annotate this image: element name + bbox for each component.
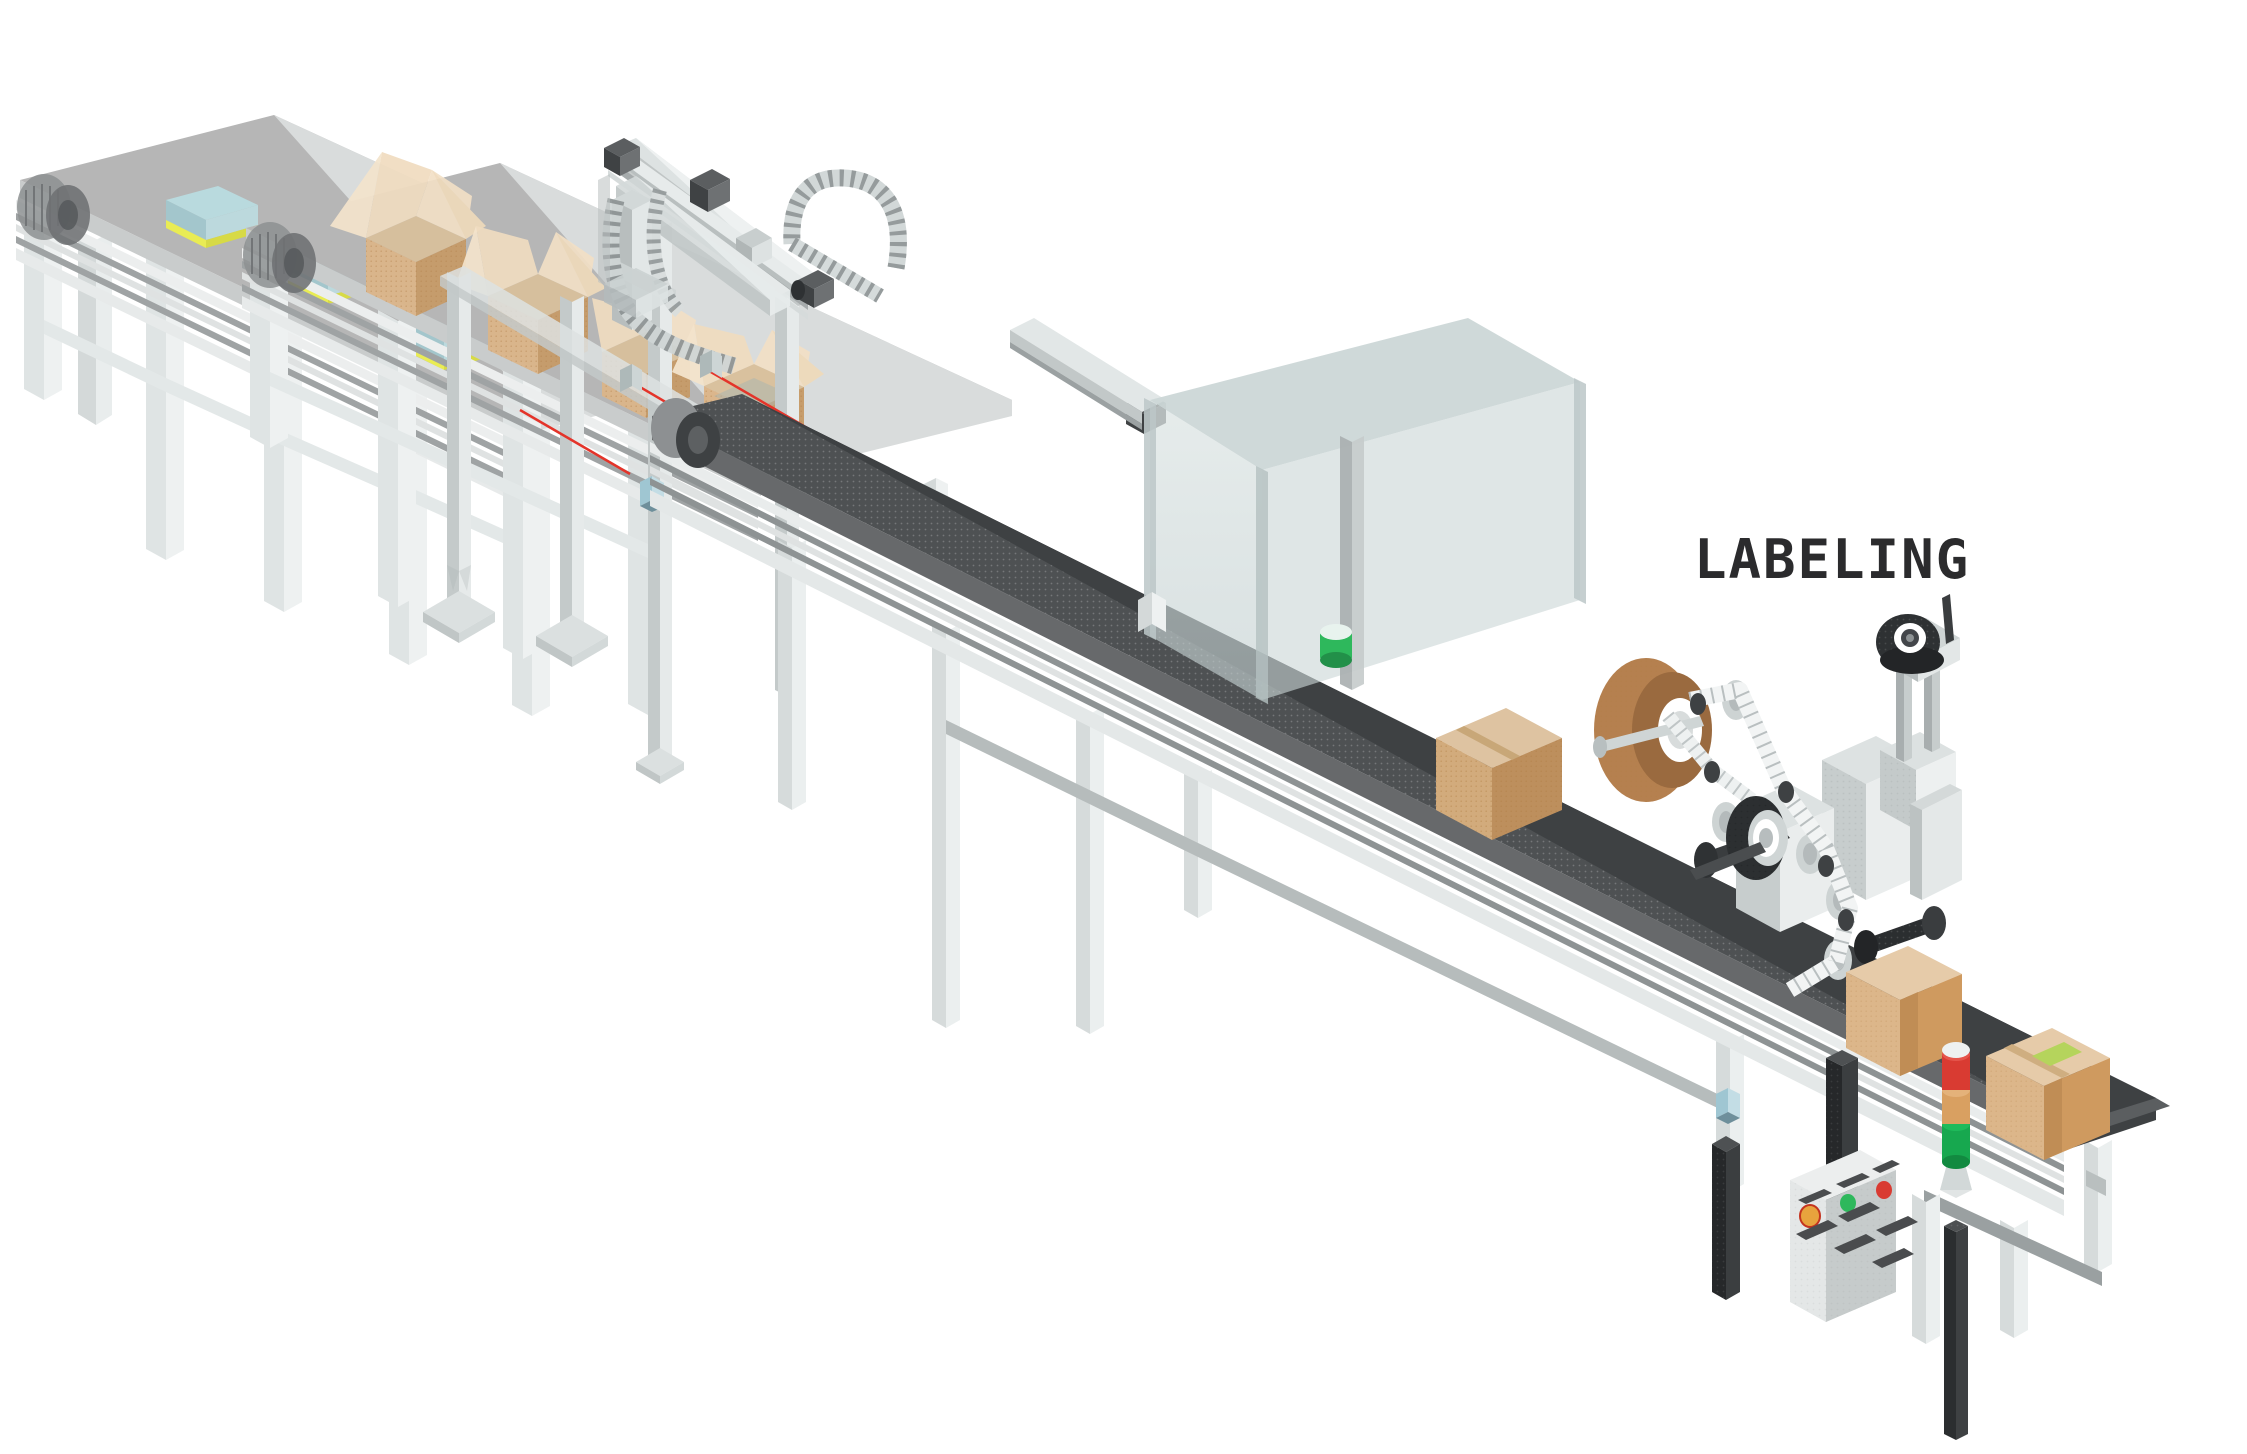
photo-eye-sensor [700,350,722,378]
panel-amber-lamp [1799,1204,1821,1228]
gantry-servo-motor [791,270,834,308]
panel-top [1790,1150,1896,1200]
conveyor-drive-motor [17,174,90,245]
panel-button-slot [1872,1160,1900,1173]
sealed-carton [1436,708,1562,840]
conveyor-legs [778,540,2112,1344]
conveyor-drive-motor [651,398,720,468]
mounting-post [1712,1136,1740,1300]
enclosure-front-glass [1150,400,1262,700]
conveyor-drive-motor [243,222,316,293]
discharge-belt-front-edge [652,416,2066,1150]
gantry-gripper-head [598,174,668,318]
gantry-servo-motor [690,169,730,212]
roller-pin [1690,693,1854,931]
applicator-roller [1854,906,1946,964]
product-tray [166,186,258,248]
enclosure-indicator-lamp [1320,624,1352,668]
panel-button-slot [1798,1189,1832,1204]
labeling-station-title: LABELING [1694,528,1971,591]
safety-enclosure [1138,318,1586,704]
labeled-carton [1986,1028,2110,1160]
panel-button-slot [1838,1202,1880,1222]
enclosure-roof [1150,318,1580,470]
product-label [2032,1042,2082,1066]
panel-button-slot [1876,1216,1918,1236]
panel-red-lamp [1876,1181,1892,1199]
label-applicator [1593,594,1962,997]
label-roll [1593,658,1712,802]
discharge-conveyor [650,394,2170,1344]
panel-green-lamp [1840,1194,1856,1212]
control-panel[interactable] [1790,1150,1918,1322]
panel-button-slot [1796,1220,1838,1240]
stack-light [1940,1042,1972,1440]
gantry-post [423,272,495,643]
photo-eye-sensor [620,364,642,392]
gantry-post [536,296,608,667]
stack-light-green-tier [1942,1117,1970,1169]
belt-edge-sensor [1716,1088,1740,1124]
applicator-drive-roller [1690,796,1790,880]
open-carton [330,152,486,316]
panel-button-slot [1872,1248,1914,1268]
panel-button-slot [1834,1234,1876,1254]
panel-button-slot [1836,1173,1870,1188]
gantry-servo-motor [604,138,640,176]
